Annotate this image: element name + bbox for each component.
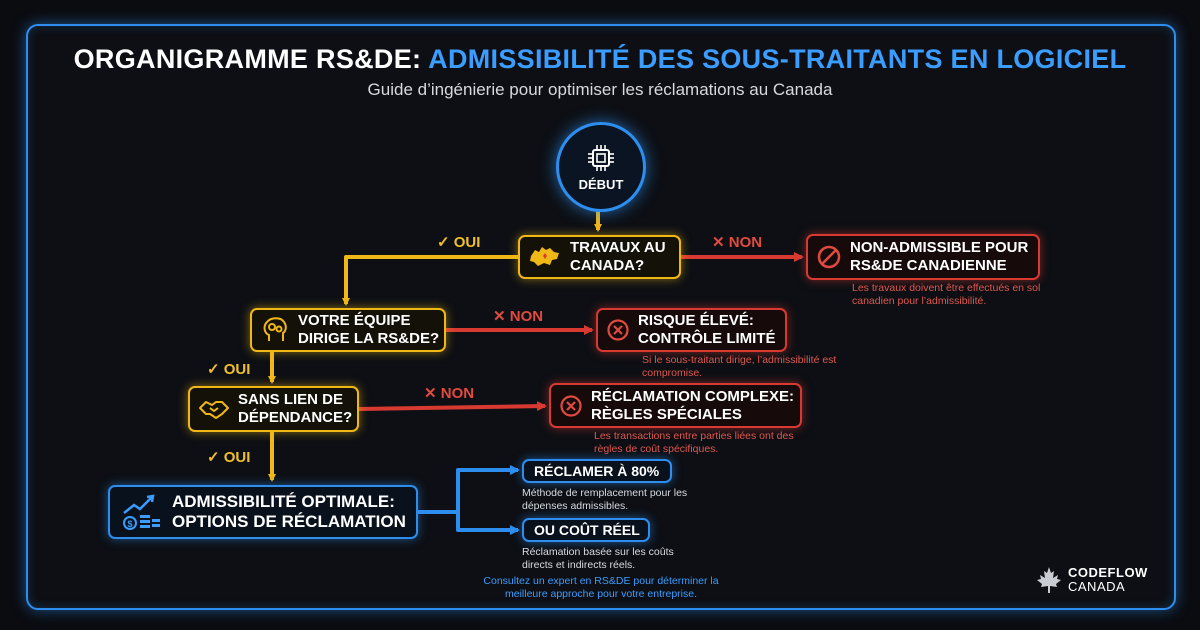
option-note: Réclamation basée sur les coûts directs … xyxy=(522,546,674,571)
svg-text:$: $ xyxy=(127,519,132,529)
no-label: ✕ NON xyxy=(424,385,475,402)
outcome-note: Si le sous-traitant dirige, l’admissibil… xyxy=(642,354,837,379)
canada-map-icon xyxy=(528,244,562,270)
optimal-label: ADMISSIBILITÉ OPTIMALE: OPTIONS DE RÉCLA… xyxy=(172,491,406,531)
option-label: OU COÛT RÉEL xyxy=(534,521,640,538)
optimal-eligibility-box: $ ADMISSIBILITÉ OPTIMALE: OPTIONS DE RÉC… xyxy=(108,485,418,539)
no-label: ✕ NON xyxy=(712,234,763,251)
outcome-note: Les transactions entre parties liées ont… xyxy=(594,430,794,455)
outcome-complex-claim: RÉCLAMATION COMPLEXE: RÈGLES SPÉCIALES xyxy=(549,383,802,428)
decision-arm-length: SANS LIEN DE DÉPENDANCE? xyxy=(188,386,359,432)
option-actual-cost: OU COÛT RÉEL xyxy=(522,518,650,542)
option-note: Méthode de remplacement pour les dépense… xyxy=(522,487,688,512)
q3-no-arrow xyxy=(358,401,547,412)
brand-name: CODEFLOW xyxy=(1068,565,1148,581)
prohibited-icon xyxy=(816,244,842,270)
optimal-to-80-arrow xyxy=(418,465,520,514)
x-circle-icon xyxy=(606,318,630,342)
outcome-label: NON-ADMISSIBLE POUR RS&DE CANADIENNE xyxy=(850,239,1029,274)
outcome-label: RÉCLAMATION COMPLEXE: RÈGLES SPÉCIALES xyxy=(591,387,795,423)
outcome-not-eligible: NON-ADMISSIBLE POUR RS&DE CANADIENNE xyxy=(806,234,1040,280)
maple-leaf-icon xyxy=(1037,567,1061,593)
footer-note: Consultez un expert en RS&DE pour déterm… xyxy=(483,575,719,600)
decision-label: TRAVAUX AU CANADA? xyxy=(570,239,666,274)
title-part-2: ADMISSIBILITÉ DES SOUS-TRAITANTS EN LOGI… xyxy=(428,44,1127,74)
brand-country: CANADA xyxy=(1068,579,1126,594)
decision-team-directs: VOTRE ÉQUIPE DIRIGE LA RS&DE? xyxy=(250,308,446,352)
decision-label: VOTRE ÉQUIPE DIRIGE LA RS&DE? xyxy=(298,312,440,347)
outcome-high-risk: RISQUE ÉLEVÉ: CONTRÔLE LIMITÉ xyxy=(596,308,787,352)
title-part-1: ORGANIGRAMME RS&DE: xyxy=(73,44,422,74)
optimal-to-actual-arrow xyxy=(456,512,520,535)
yes-label: ✓ OUI xyxy=(207,449,251,466)
page-subtitle: Guide d’ingénierie pour optimiser les ré… xyxy=(367,80,833,99)
outcome-label: RISQUE ÉLEVÉ: CONTRÔLE LIMITÉ xyxy=(638,312,776,347)
handshake-icon xyxy=(198,396,230,422)
option-label: RÉCLAMER À 80% xyxy=(534,462,660,479)
q1-yes-arrow xyxy=(342,255,518,306)
start-node: DÉBUT xyxy=(556,122,646,212)
growth-coins-icon: $ xyxy=(120,493,162,531)
yes-label: ✓ OUI xyxy=(207,361,251,378)
page-title: ORGANIGRAMME RS&DE: ADMISSIBILITÉ DES SO… xyxy=(0,44,1200,75)
decision-label: SANS LIEN DE DÉPENDANCE? xyxy=(238,391,353,426)
brand-logo: CODEFLOW CANADA xyxy=(1036,566,1148,594)
brain-gears-icon xyxy=(260,316,290,344)
start-label: DÉBUT xyxy=(578,176,624,192)
outcome-note: Les travaux doivent être effectués en so… xyxy=(852,282,1041,307)
yes-label: ✓ OUI xyxy=(437,234,481,251)
x-circle-icon xyxy=(559,394,583,418)
decision-work-in-canada: TRAVAUX AU CANADA? xyxy=(518,235,681,279)
option-claim-80: RÉCLAMER À 80% xyxy=(522,459,672,483)
chip-icon xyxy=(588,144,614,171)
no-label: ✕ NON xyxy=(493,308,544,325)
